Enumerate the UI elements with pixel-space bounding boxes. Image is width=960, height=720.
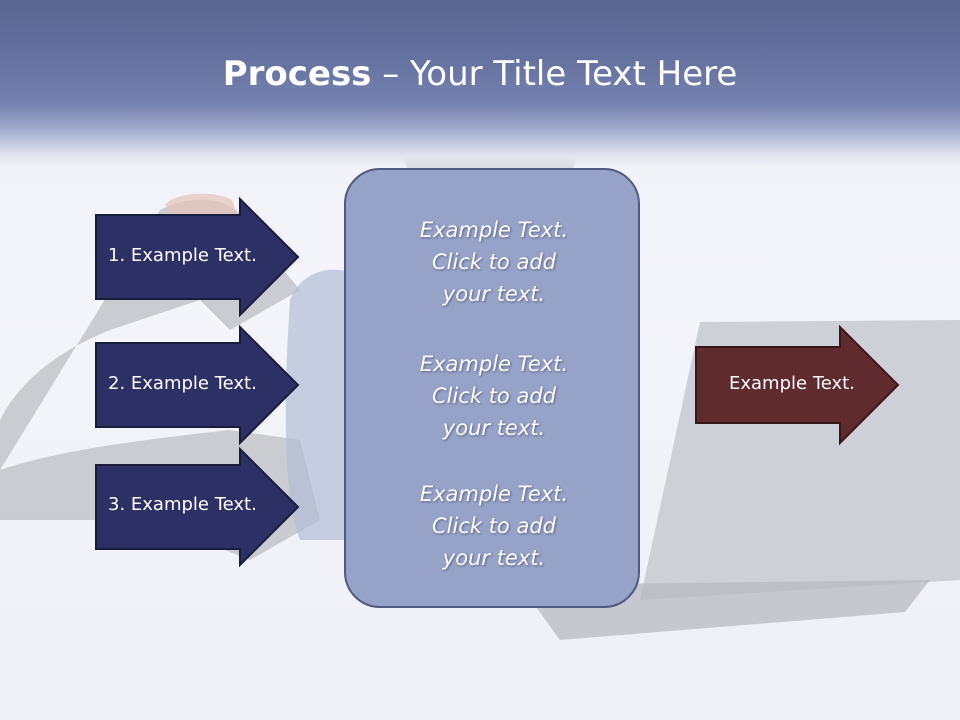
panel-block-2-line-3: your text. bbox=[442, 416, 546, 440]
panel-block-2-line-2: Click to add bbox=[431, 384, 556, 408]
left-arrow-2-shape bbox=[95, 324, 300, 446]
left-arrow-1[interactable]: 1. Example Text. bbox=[95, 196, 300, 318]
panel-block-1-line-3: your text. bbox=[442, 282, 546, 306]
panel-block-1: Example Text. Click to add your text. bbox=[346, 214, 642, 310]
panel-block-2-line-1: Example Text. bbox=[419, 352, 569, 376]
panel-block-3-line-3: your text. bbox=[442, 546, 546, 570]
torso-shape bbox=[285, 269, 360, 540]
left-arrow-1-label: 1. Example Text. bbox=[108, 245, 257, 266]
panel-block-1-line-2: Click to add bbox=[431, 250, 556, 274]
panel-block-2: Example Text. Click to add your text. bbox=[346, 348, 642, 444]
left-arrow-3-shape bbox=[95, 446, 300, 568]
center-panel[interactable]: Example Text. Click to add your text. Ex… bbox=[344, 168, 640, 608]
title-strong: Process bbox=[222, 54, 372, 94]
panel-block-1-line-1: Example Text. bbox=[419, 218, 569, 242]
panel-block-3-line-2: Click to add bbox=[431, 514, 556, 538]
slide-title[interactable]: Process – Your Title Text Here bbox=[0, 52, 960, 96]
right-arrow-label: Example Text. bbox=[729, 373, 855, 394]
panel-block-3: Example Text. Click to add your text. bbox=[346, 478, 642, 574]
left-arrow-3-label: 3. Example Text. bbox=[108, 494, 257, 515]
title-rest: – Your Title Text Here bbox=[371, 54, 738, 94]
right-arrow[interactable]: Example Text. bbox=[695, 324, 900, 446]
left-arrow-2-label: 2. Example Text. bbox=[108, 373, 257, 394]
left-arrow-2[interactable]: 2. Example Text. bbox=[95, 324, 300, 446]
left-arrow-1-shape bbox=[95, 196, 300, 318]
panel-block-3-line-1: Example Text. bbox=[419, 482, 569, 506]
right-arrow-shape bbox=[695, 324, 900, 446]
title-band bbox=[0, 0, 960, 170]
left-arrow-3[interactable]: 3. Example Text. bbox=[95, 446, 300, 568]
